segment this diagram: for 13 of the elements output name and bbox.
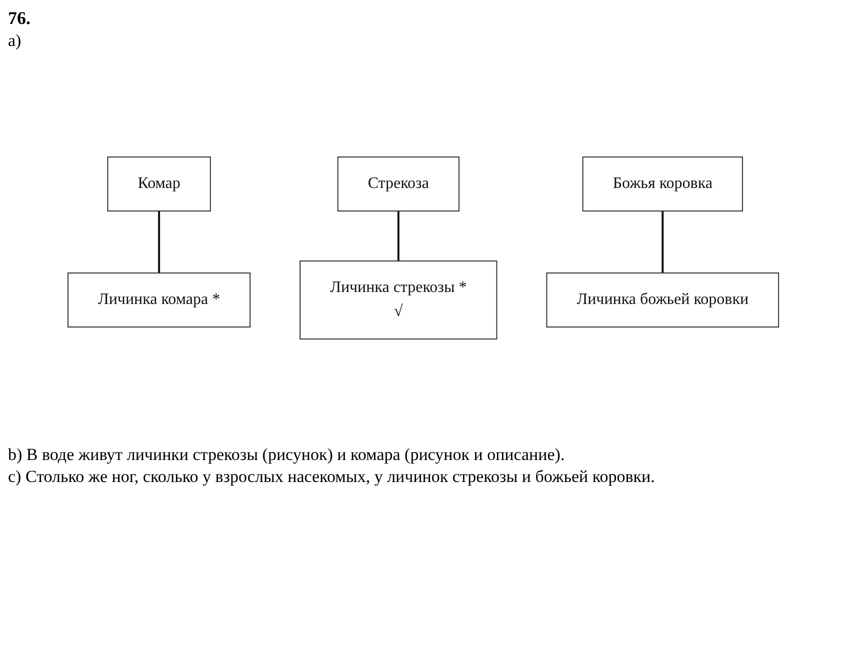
- node-box: Комар: [106, 156, 211, 212]
- node-box: Божья коровка: [582, 156, 743, 212]
- node-box: Личинка божьей коровки: [546, 272, 779, 328]
- connector: [661, 211, 664, 273]
- part-label: a): [8, 31, 22, 51]
- connector: [397, 211, 400, 261]
- node-box: Личинка стрекозы * √: [299, 260, 497, 340]
- answer-text: c) Столько же ног, сколько у взрослых насекомых, у личинок стрекозы и божьей коровки.: [8, 467, 656, 487]
- node-box: Личинка комара *: [67, 272, 250, 328]
- task-number: 76.: [8, 8, 32, 29]
- answer-text: b) В воде живут личинки стрекозы (рисунок) и комара (рисунок и описание).: [8, 445, 566, 465]
- connector: [158, 211, 160, 273]
- node-box: Стрекоза: [337, 156, 460, 212]
